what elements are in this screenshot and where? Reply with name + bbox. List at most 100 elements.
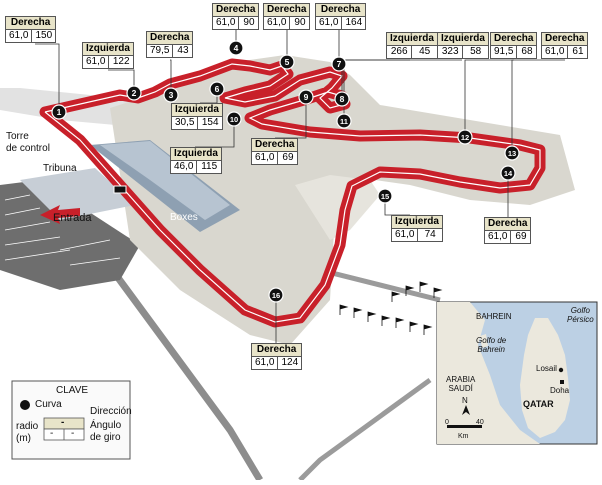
legend-direction: Dirección bbox=[90, 406, 132, 417]
turn-number: 14 bbox=[504, 169, 513, 178]
control-tower-label: Torre de control bbox=[6, 131, 50, 154]
turn-direction: Derecha bbox=[316, 4, 366, 17]
turn-direction: Izquierda bbox=[392, 216, 442, 229]
turn-radius: 79,5 bbox=[150, 45, 170, 56]
turn-number: 15 bbox=[381, 192, 389, 201]
turn-number: 9 bbox=[304, 92, 309, 102]
map-scale-unit: Km bbox=[458, 433, 469, 440]
turn-direction: Derecha bbox=[485, 218, 531, 231]
map-bahrein: BAHREIN bbox=[476, 312, 512, 321]
runoff-area bbox=[295, 175, 380, 240]
turn-radius: 61,0 bbox=[319, 17, 339, 28]
turn-marker: 16 bbox=[268, 287, 284, 303]
turn-dot bbox=[500, 165, 516, 181]
turn-number: 16 bbox=[272, 291, 280, 300]
turn-number: 7 bbox=[337, 59, 342, 69]
turn-number: 6 bbox=[215, 84, 220, 94]
turn-dot bbox=[336, 113, 352, 129]
turn-direction: Derecha bbox=[252, 344, 302, 357]
turn-angle: 68 bbox=[516, 46, 536, 58]
turn-radius: 61,0 bbox=[395, 229, 415, 240]
leader-line bbox=[511, 59, 565, 153]
city-dot bbox=[558, 367, 564, 373]
turn-number: 12 bbox=[461, 133, 469, 142]
turn-radius: 61,0 bbox=[255, 357, 275, 368]
flag-icon bbox=[339, 304, 349, 315]
flag-icon bbox=[433, 287, 443, 298]
turn-marker: 12 bbox=[457, 129, 473, 145]
turn-marker: 15 bbox=[377, 188, 393, 204]
turn-dot bbox=[51, 104, 67, 120]
flag-icon bbox=[423, 324, 433, 335]
turn-number: 3 bbox=[169, 90, 174, 100]
turn-angle: 90 bbox=[289, 17, 309, 29]
turn-dot bbox=[298, 89, 314, 105]
turn-marker: 9 bbox=[298, 89, 314, 105]
turn-number: 10 bbox=[230, 115, 238, 124]
turn-dot bbox=[331, 56, 347, 72]
flag-icon bbox=[381, 315, 391, 326]
turn-radius: 61,0 bbox=[545, 46, 565, 57]
turn-angle: 90 bbox=[238, 17, 258, 29]
turn-direction: Derecha bbox=[6, 17, 56, 30]
turn-number: 11 bbox=[340, 117, 348, 126]
turn-marker: 6 bbox=[209, 81, 225, 97]
turn-direction: Izquierda bbox=[387, 33, 437, 46]
turn-dot bbox=[504, 145, 520, 161]
road bbox=[102, 257, 264, 482]
road bbox=[298, 377, 432, 482]
entry-arrow-icon bbox=[40, 205, 80, 224]
turn-radius: 91,5 bbox=[494, 46, 514, 57]
turn-dot bbox=[163, 87, 179, 103]
turn-angle: 43 bbox=[172, 45, 192, 57]
turn-angle: 69 bbox=[277, 152, 297, 164]
turn-radius: 61,0 bbox=[216, 17, 236, 28]
flag-icon bbox=[353, 307, 363, 318]
turn-direction: Derecha bbox=[542, 33, 588, 46]
turn-number: 4 bbox=[234, 43, 239, 53]
pit-boxes-label: Boxes bbox=[170, 212, 198, 223]
turn-dot bbox=[226, 111, 242, 127]
map-land bbox=[437, 302, 540, 444]
turn-number: 5 bbox=[285, 57, 290, 67]
map-scale-0: 0 bbox=[445, 419, 449, 426]
turn-dot bbox=[377, 188, 393, 204]
track-edge bbox=[44, 63, 541, 323]
flag-icon bbox=[391, 291, 401, 302]
turn-dot bbox=[209, 81, 225, 97]
turn-radius: 61,0 bbox=[267, 17, 287, 28]
turn-marker: 1 bbox=[51, 104, 67, 120]
turn-angle: 124 bbox=[277, 357, 301, 369]
turn-number: 13 bbox=[508, 149, 516, 158]
turn-direction: Derecha bbox=[264, 4, 310, 17]
turn-marker: 13 bbox=[504, 145, 520, 161]
legend-dash-radius: - bbox=[50, 428, 54, 439]
turn-marker: 7 bbox=[331, 56, 347, 72]
turn-dot bbox=[126, 85, 142, 101]
legend-angle: Ángulo de giro bbox=[90, 420, 122, 443]
turn-dot bbox=[279, 54, 295, 70]
legend-title: CLAVE bbox=[56, 385, 89, 396]
turn-marker: 10 bbox=[226, 111, 242, 127]
north-arrow-icon bbox=[462, 405, 470, 415]
map-scale-40: 40 bbox=[476, 419, 484, 426]
turn-marker: 11 bbox=[336, 113, 352, 129]
turn-radius: 61,0 bbox=[9, 30, 29, 41]
leader-line bbox=[170, 59, 172, 95]
map-doha: Doha bbox=[550, 386, 570, 395]
legend-radius: radio (m) bbox=[16, 421, 39, 444]
turn-radius: 61,0 bbox=[488, 231, 508, 242]
flag-icon bbox=[367, 311, 377, 322]
